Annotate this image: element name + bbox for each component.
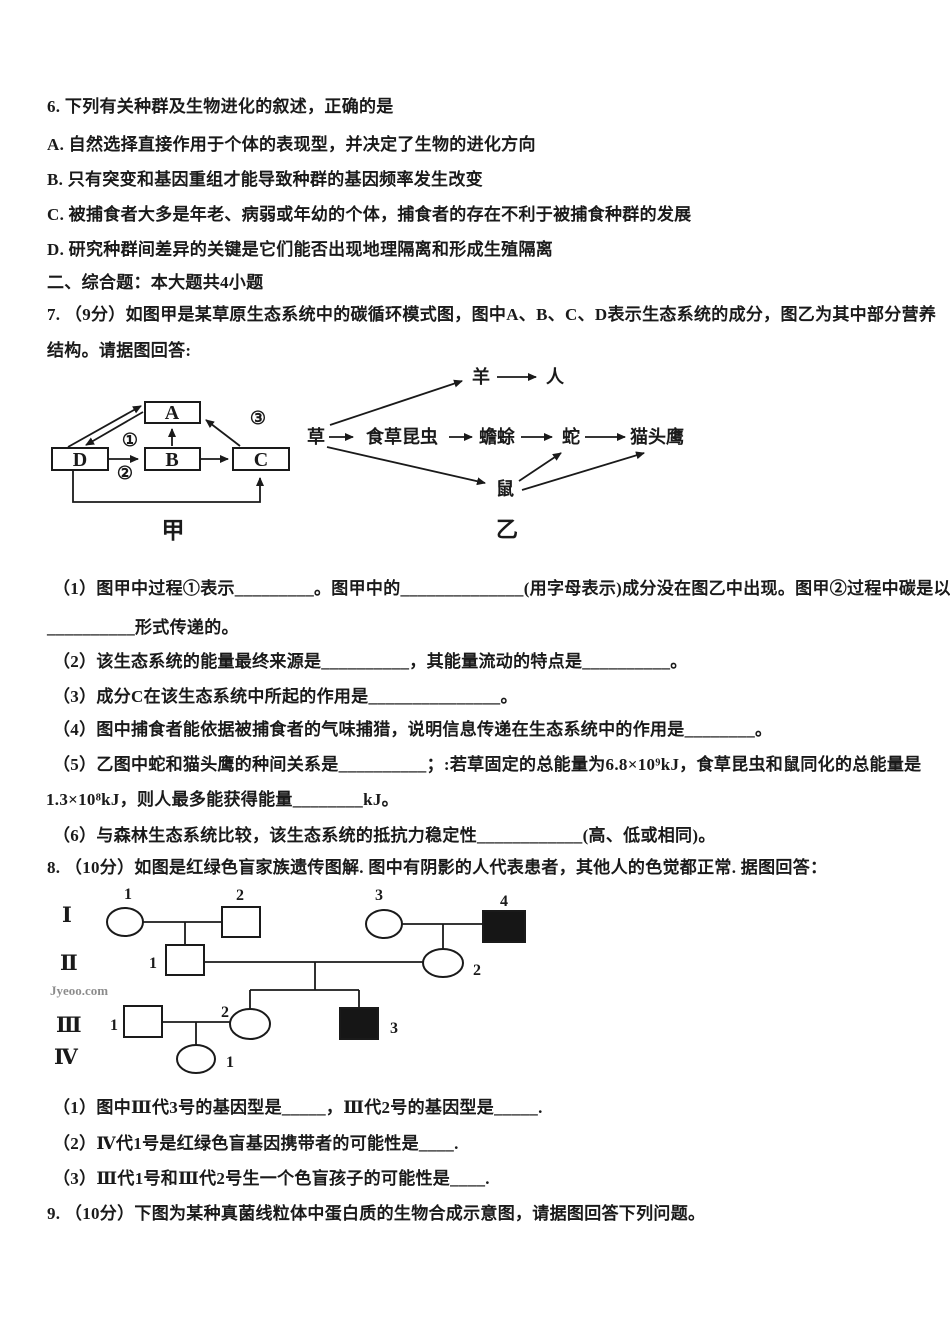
pedigree-male-ii1 [165,944,205,976]
pedigree-chart: Jyeoo.com Ⅰ Ⅱ Ⅲ Ⅳ 1 2 3 4 1 2 [50,886,526,1074]
pedigree-female-i1 [106,907,144,937]
arrow-mouse-to-owl [521,451,645,491]
process-3-label: ③ [250,408,266,428]
pedigree-male-i2 [221,906,261,938]
q9-stem: 9. （10分）下图为某种真菌线粒体中蛋白质的生物合成示意图，请据图回答下列问题… [47,1204,706,1223]
food-web-diagram: 草 食草昆虫 蟾蜍 蛇 猫头鹰 羊 人 鼠 乙 [307,366,684,542]
node-snake: 蛇 [562,426,580,447]
pedigree-female-iii2 [229,1008,271,1040]
q7-stem-line2: 结构。请据图回答: [47,341,192,360]
box-a [144,401,201,424]
q7-sub5-line2: 1.3×10⁸kJ，则人最多能获得能量________kJ。 [46,790,399,809]
q8-sub2: （2）Ⅳ代1号是红绿色盲基因携带者的可能性是____. [53,1134,459,1153]
generation-2-label: Ⅱ [60,951,78,975]
pedigree-iii1-number: 1 [110,1017,118,1034]
generation-3-label: Ⅲ [56,1013,82,1037]
q6-stem: 6. 下列有关种群及生物进化的叙述，正确的是 [47,97,394,116]
process-1-label: ① [122,430,138,450]
pedigree-male-iii1 [123,1005,163,1038]
q6-option-c: C. 被捕食者大多是年老、病弱或年幼的个体，捕食者的存在不利于被捕食种群的发展 [47,205,692,224]
box-d [51,447,109,471]
process-2-label: ② [117,463,133,483]
arrow-c-to-a [205,419,241,447]
q8-stem: 8. （10分）如图是红绿色盲家族遗传图解. 图中有阴影的人代表患者，其他人的色… [47,858,828,877]
arrow-mouse-to-snake [518,452,562,482]
node-insect: 食草昆虫 [365,426,438,447]
box-a-label: A [165,402,180,424]
generation-4-label: Ⅳ [54,1045,79,1069]
node-mouse: 鼠 [496,478,514,499]
pedigree-ii2-number: 2 [473,962,481,979]
pedigree-iii2-number: 2 [221,1004,229,1021]
pedigree-affected-male-iii3 [339,1007,379,1040]
box-c [232,447,290,471]
section-title: 二、综合题：本大题共4小题 [47,273,264,292]
node-grass: 草 [307,426,325,447]
arrow-d-to-a [67,405,142,448]
q7-sub1-line1: （1）图甲中过程①表示_________。图甲中的______________(… [53,579,950,598]
pedigree-female-i3 [365,909,403,939]
q7-sub1-line2: __________形式传递的。 [47,618,239,637]
pedigree-i1-number: 1 [124,886,132,903]
box-c-label: C [254,449,268,471]
arrow-grass-to-mouse [326,446,486,486]
node-owl: 猫头鹰 [630,426,684,447]
pedigree-female-ii2 [422,948,464,978]
diagram-yi-caption: 乙 [496,517,518,542]
arrow-d-to-c-bottom [72,471,264,503]
arrow-grass-to-sheep [329,379,463,426]
generation-1-label: Ⅰ [62,903,72,927]
q7-stem-line1: 7. （9分）如图甲是某草原生态系统中的碳循环模式图，图中A、B、C、D表示生态… [47,305,937,324]
q6-option-a: A. 自然选择直接作用于个体的表现型，并决定了生物的进化方向 [47,135,536,154]
box-d-label: D [73,449,87,471]
pedigree-ii1-number: 1 [149,955,157,972]
q7-sub4: （4）图中捕食者能依据被捕食者的气味捕猎，说明信息传递在生态系统中的作用是___… [53,720,773,739]
q6-option-b: B. 只有突变和基因重组才能导致种群的基因频率发生改变 [47,170,483,189]
q7-sub6: （6）与森林生态系统比较，该生态系统的抵抗力稳定性____________(高、… [53,826,716,845]
q6-option-d: D. 研究种群间差异的关键是它们能否出现地理隔离和形成生殖隔离 [47,240,554,259]
watermark-text: Jyeoo.com [50,983,108,998]
pedigree-i2-number: 2 [236,887,244,904]
q8-sub3: （3）Ⅲ代1号和Ⅲ代2号生一个色盲孩子的可能性是____. [53,1169,490,1188]
node-human: 人 [546,367,565,387]
pedigree-iii3-number: 3 [390,1020,398,1037]
node-sheep: 羊 [472,366,490,387]
q8-sub1: （1）图中Ⅲ代3号的基因型是_____，Ⅲ代2号的基因型是_____. [53,1098,543,1117]
q7-sub2: （2）该生态系统的能量最终来源是__________，其能量流动的特点是____… [53,652,688,671]
pedigree-i3-number: 3 [375,887,383,904]
pedigree-i4-number: 4 [500,893,508,910]
node-toad: 蟾蜍 [479,426,515,447]
q7-sub3: （3）成分C在该生态系统中所起的作用是_______________。 [53,687,518,706]
q7-sub5-line1: （5）乙图中蛇和猫头鹰的种间关系是__________；:若草固定的总能量为6.… [53,755,922,774]
pedigree-affected-male-i4 [482,910,526,943]
box-b [144,447,201,471]
diagram-jia-caption: 甲 [162,518,185,543]
box-b-label: B [165,449,178,471]
arrow-a-to-d [85,411,144,446]
carbon-cycle-diagram: A D B C ① ② ③ 甲 [51,401,290,543]
pedigree-female-iv1 [176,1044,216,1074]
pedigree-iv1-number: 1 [226,1054,234,1071]
